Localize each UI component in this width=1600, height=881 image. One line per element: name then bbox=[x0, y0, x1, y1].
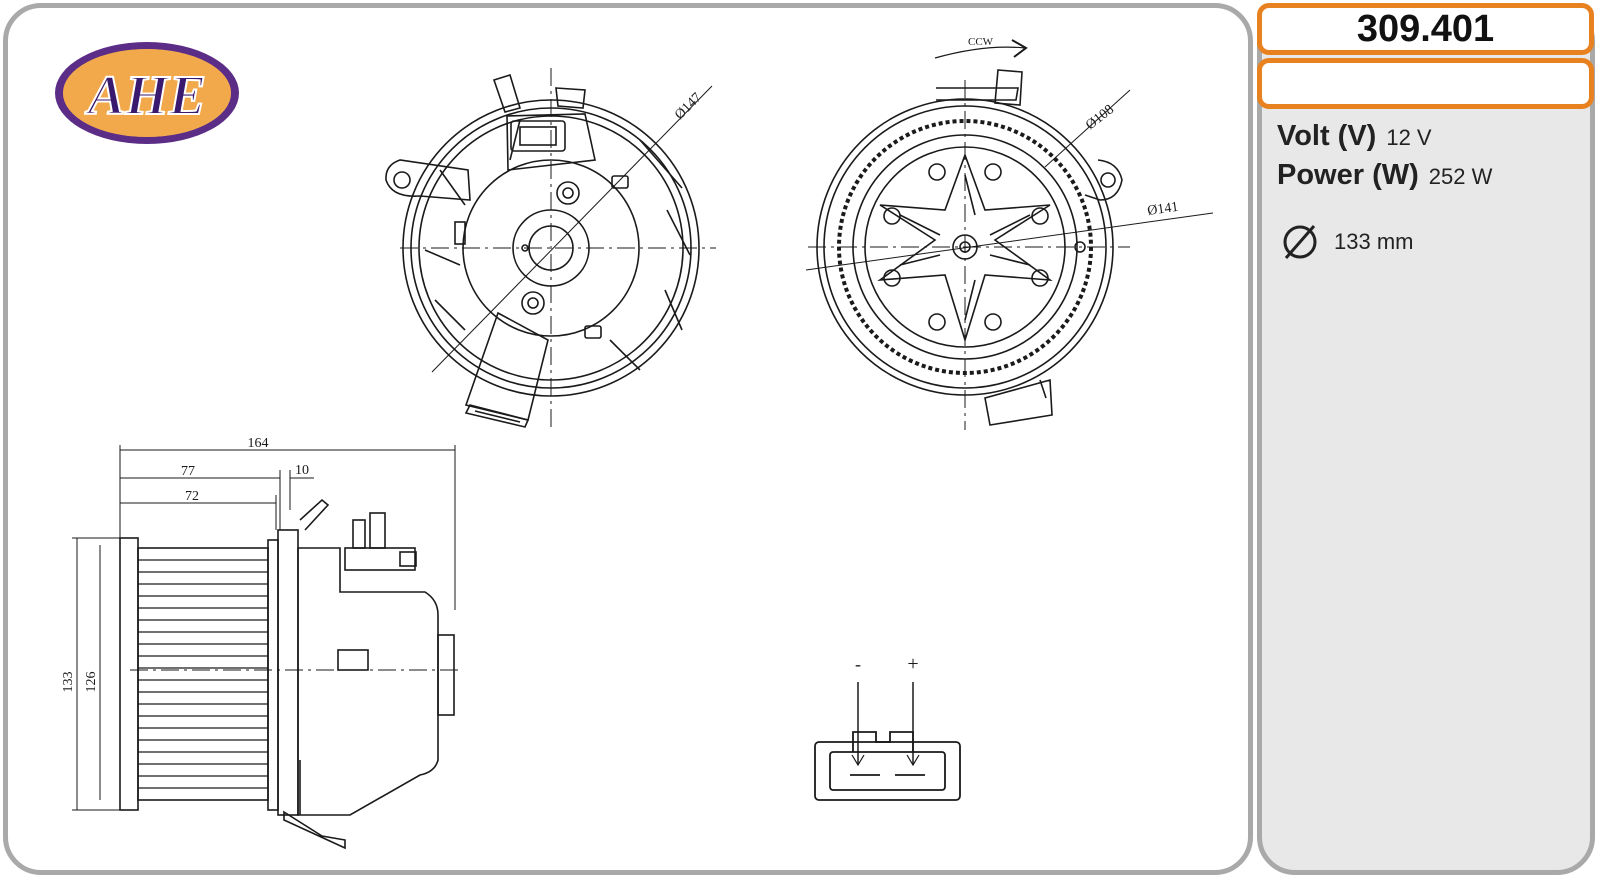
connector-pinout: - + bbox=[814, 653, 961, 801]
empty-field bbox=[1257, 58, 1594, 109]
spec-power-value: 252 W bbox=[1428, 164, 1493, 189]
spec-power: Power (W) 252 W bbox=[1277, 159, 1492, 192]
spec-volt-value: 12 V bbox=[1386, 125, 1432, 150]
diameter-spec: 133 mm bbox=[1280, 222, 1413, 262]
ahe-logo: AHE bbox=[55, 42, 239, 144]
spec-volt-label: Volt (V) bbox=[1277, 120, 1377, 152]
dim-164: 164 bbox=[248, 436, 269, 451]
rotation-label: CCW bbox=[968, 36, 994, 48]
rear-outer-diameter-label: Ø141 bbox=[1146, 200, 1179, 219]
side-view: 164 77 72 10 133 126 bbox=[61, 436, 460, 850]
rear-view: CCW Ø108 Ø141 bbox=[805, 36, 1214, 430]
diameter-icon bbox=[1283, 225, 1317, 259]
front-diameter-label: Ø147 bbox=[672, 90, 705, 123]
minus-terminal-label: - bbox=[855, 654, 861, 674]
part-number: 309.401 bbox=[1257, 3, 1594, 55]
diameter-value: 133 mm bbox=[1334, 229, 1414, 254]
front-view: Ø147 bbox=[385, 68, 716, 432]
logo-text: AHE bbox=[85, 65, 206, 127]
spec-volt: Volt (V) 12 V bbox=[1277, 120, 1432, 153]
dim-126: 126 bbox=[84, 672, 99, 693]
plus-terminal-label: + bbox=[907, 653, 918, 675]
dim-72: 72 bbox=[185, 489, 199, 504]
dim-10: 10 bbox=[295, 463, 309, 478]
spec-panel bbox=[1257, 3, 1595, 875]
dim-77: 77 bbox=[181, 464, 195, 479]
spec-power-label: Power (W) bbox=[1277, 159, 1419, 191]
dim-133: 133 bbox=[61, 672, 76, 693]
